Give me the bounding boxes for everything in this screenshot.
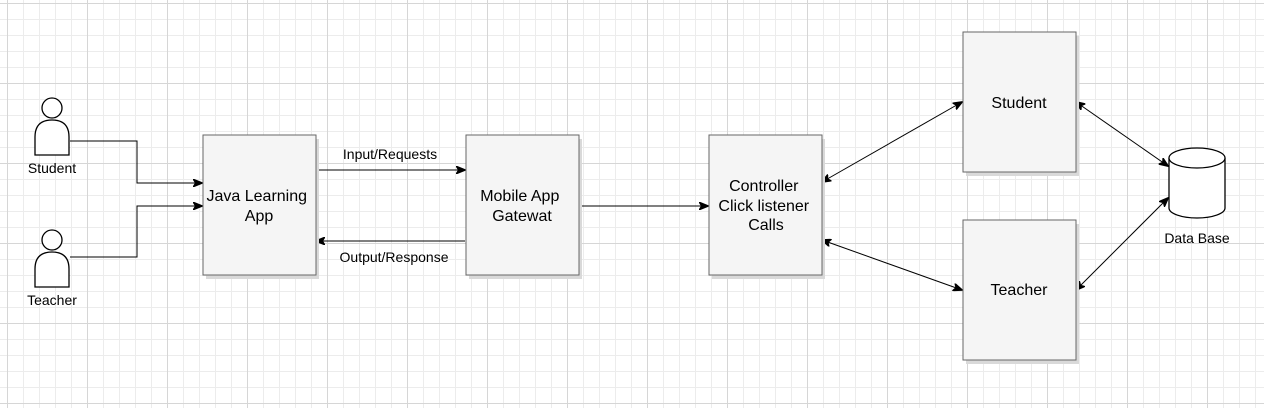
teacher-actor[interactable]: Teacher bbox=[27, 229, 77, 308]
database-label: Data Base bbox=[1164, 230, 1230, 246]
teacher-actor-label: Teacher bbox=[27, 292, 77, 308]
edges bbox=[70, 102, 1168, 290]
actor-icon bbox=[34, 229, 70, 288]
student-box-label: Student bbox=[991, 95, 1047, 112]
java-learning-app-box[interactable]: Java Learning App bbox=[202, 134, 319, 279]
edge-teacher-to-app bbox=[70, 206, 202, 258]
controller-label: Controller Click listener Calls bbox=[718, 178, 813, 234]
student-box[interactable]: Student bbox=[962, 31, 1079, 176]
mobile-app-gateway-label: Mobile App Gatewat bbox=[480, 188, 564, 225]
java-learning-app-label: Java Learning App bbox=[207, 188, 312, 225]
edge-controller-student bbox=[822, 102, 962, 182]
controller-box[interactable]: Controller Click listener Calls bbox=[708, 134, 825, 279]
mobile-app-gateway-box[interactable]: Mobile App Gatewat bbox=[465, 134, 582, 279]
teacher-box-label: Teacher bbox=[991, 282, 1049, 299]
actor-icon bbox=[34, 97, 70, 156]
edge-teacher-database bbox=[1076, 198, 1168, 290]
student-actor[interactable]: Student bbox=[28, 97, 76, 176]
database-icon bbox=[1168, 147, 1226, 219]
edge-student-to-app bbox=[70, 140, 202, 183]
edge-label-input: Input/Requests bbox=[343, 146, 437, 162]
student-actor-label: Student bbox=[28, 160, 76, 176]
database[interactable]: Data Base bbox=[1164, 147, 1230, 246]
edge-student-database bbox=[1076, 102, 1168, 166]
teacher-box[interactable]: Teacher bbox=[962, 219, 1079, 364]
edge-label-output: Output/Response bbox=[340, 249, 449, 265]
edge-controller-teacher bbox=[822, 240, 962, 290]
